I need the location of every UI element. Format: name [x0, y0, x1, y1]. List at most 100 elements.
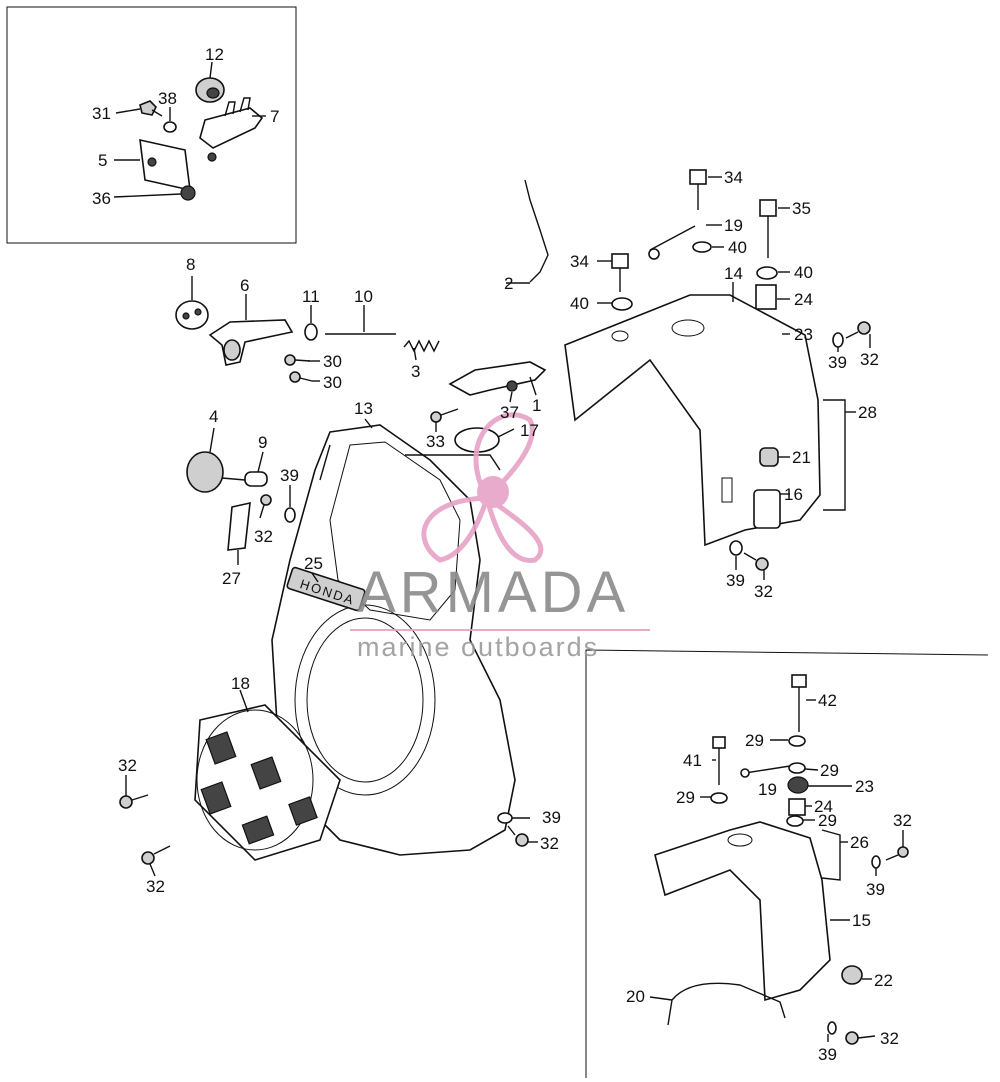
bolt-part-35 [759, 199, 777, 258]
wire-part-2 [524, 179, 549, 283]
screw-part-32-top [845, 321, 871, 339]
plate-part-16 [753, 489, 781, 529]
pin-part-9 [244, 471, 268, 487]
washer-part-29b [788, 762, 806, 774]
callout-29d: 29 [818, 811, 837, 830]
callout-39d: 39 [866, 880, 885, 899]
plate-part-27 [227, 501, 251, 551]
lever-part-6 [208, 319, 294, 366]
bolt-part-33 [430, 408, 459, 423]
callout-32b: 32 [254, 527, 273, 546]
callout-38: 38 [158, 89, 177, 108]
callout-27: 27 [222, 569, 241, 588]
callout-30b: 30 [323, 373, 342, 392]
link-part-19b [744, 765, 791, 774]
callout-39f: 39 [818, 1045, 837, 1064]
washer-part-39-cover [497, 812, 513, 824]
callout-32c: 32 [754, 582, 773, 601]
top-area-leaders [125, 176, 871, 877]
callout-24b: 24 [814, 797, 833, 816]
screw-part-32-left-b [141, 845, 171, 865]
callout-21: 21 [792, 448, 811, 467]
washer-part-39-top [832, 332, 844, 348]
inset-shroud-assembly [649, 674, 909, 1045]
inset-bracket-assembly [113, 61, 266, 201]
callout-39e: 39 [542, 808, 561, 827]
nut-part-37 [506, 380, 518, 392]
spring-part-3 [403, 339, 440, 353]
cap-part-8 [175, 300, 209, 330]
callout-24a: 24 [794, 290, 813, 309]
callout-20: 20 [626, 987, 645, 1006]
shroud-part-14 [564, 294, 846, 547]
bolt-part-41 [712, 736, 726, 785]
callout-28: 28 [858, 403, 877, 422]
callout-32d: 32 [893, 811, 912, 830]
callout-19a: 19 [724, 216, 743, 235]
screw-part-32-knob [259, 494, 272, 519]
watermark-tagline: marine outboards [357, 632, 599, 662]
wire-part-20 [667, 982, 786, 1026]
callout-35: 35 [792, 199, 811, 218]
watermark: ARMADA marine outboards [350, 412, 650, 662]
shroud-part-15 [654, 821, 831, 1002]
spacer-part-24a [755, 284, 777, 310]
grommet-part-21 [759, 447, 779, 467]
callout-13: 13 [354, 399, 373, 418]
callout-37: 37 [500, 403, 519, 422]
callout-15: 15 [852, 911, 871, 930]
callout-33: 33 [426, 432, 445, 451]
lever-part-1 [448, 361, 547, 396]
callout-29c: 29 [676, 788, 695, 807]
callout-42: 42 [818, 691, 837, 710]
callout-6: 6 [240, 276, 249, 295]
seal-part-28 [823, 399, 846, 511]
callout-23a: 23 [794, 325, 813, 344]
callout-11: 11 [302, 287, 320, 306]
bolt-part-31 [139, 100, 157, 116]
washer-part-29a [788, 735, 806, 747]
callout-29b: 29 [820, 761, 839, 780]
callout-1: 1 [532, 396, 541, 415]
callout-39c: 39 [726, 571, 745, 590]
screw-part-32-shroud [743, 552, 769, 571]
washer-part-38 [163, 121, 177, 133]
left-linkage-parts [175, 276, 440, 565]
callout-30a: 30 [323, 352, 342, 371]
fan-cover-part-13: HONDA [271, 424, 516, 856]
callout-9: 9 [258, 433, 267, 452]
callout-8: 8 [186, 255, 195, 274]
callout-22: 22 [874, 971, 893, 990]
washer-part-39-inset-b [827, 1021, 837, 1035]
washer-part-29d [786, 815, 804, 827]
callout-32f: 32 [540, 834, 559, 853]
grommet-part-23b [787, 776, 809, 794]
nut-part-36 [180, 185, 196, 201]
callout-19b: 19 [758, 780, 777, 799]
callout-39a: 39 [828, 353, 847, 372]
callout-29a: 29 [745, 731, 764, 750]
seal-part-26 [821, 829, 841, 881]
screw-part-32-inset-b [845, 1031, 876, 1045]
callout-25: 25 [304, 554, 323, 573]
watermark-brand: ARMADA [357, 560, 629, 625]
callout-39b: 39 [280, 466, 299, 485]
callout-34b: 34 [570, 252, 589, 271]
callout-12: 12 [205, 45, 224, 64]
callout-36: 36 [92, 189, 111, 208]
callout-32g: 32 [146, 877, 165, 896]
callout-14: 14 [724, 264, 743, 283]
bolt-part-34b [611, 253, 629, 292]
callout-31: 31 [92, 104, 111, 123]
callout-40c: 40 [570, 294, 589, 313]
bolt-part-34a [689, 169, 707, 210]
callout-41: 41 [683, 751, 702, 770]
screw-part-32-cover [507, 825, 529, 847]
callout-40a: 40 [728, 238, 747, 257]
starter-cup-part-18 [194, 704, 341, 861]
callout-23b: 23 [855, 777, 874, 796]
bolt-part-42 [791, 674, 807, 732]
callout-labels: 12 31 38 7 5 36 8 6 11 10 30 30 3 2 34 1… [92, 45, 912, 1064]
cover-logo-plate [286, 566, 366, 612]
